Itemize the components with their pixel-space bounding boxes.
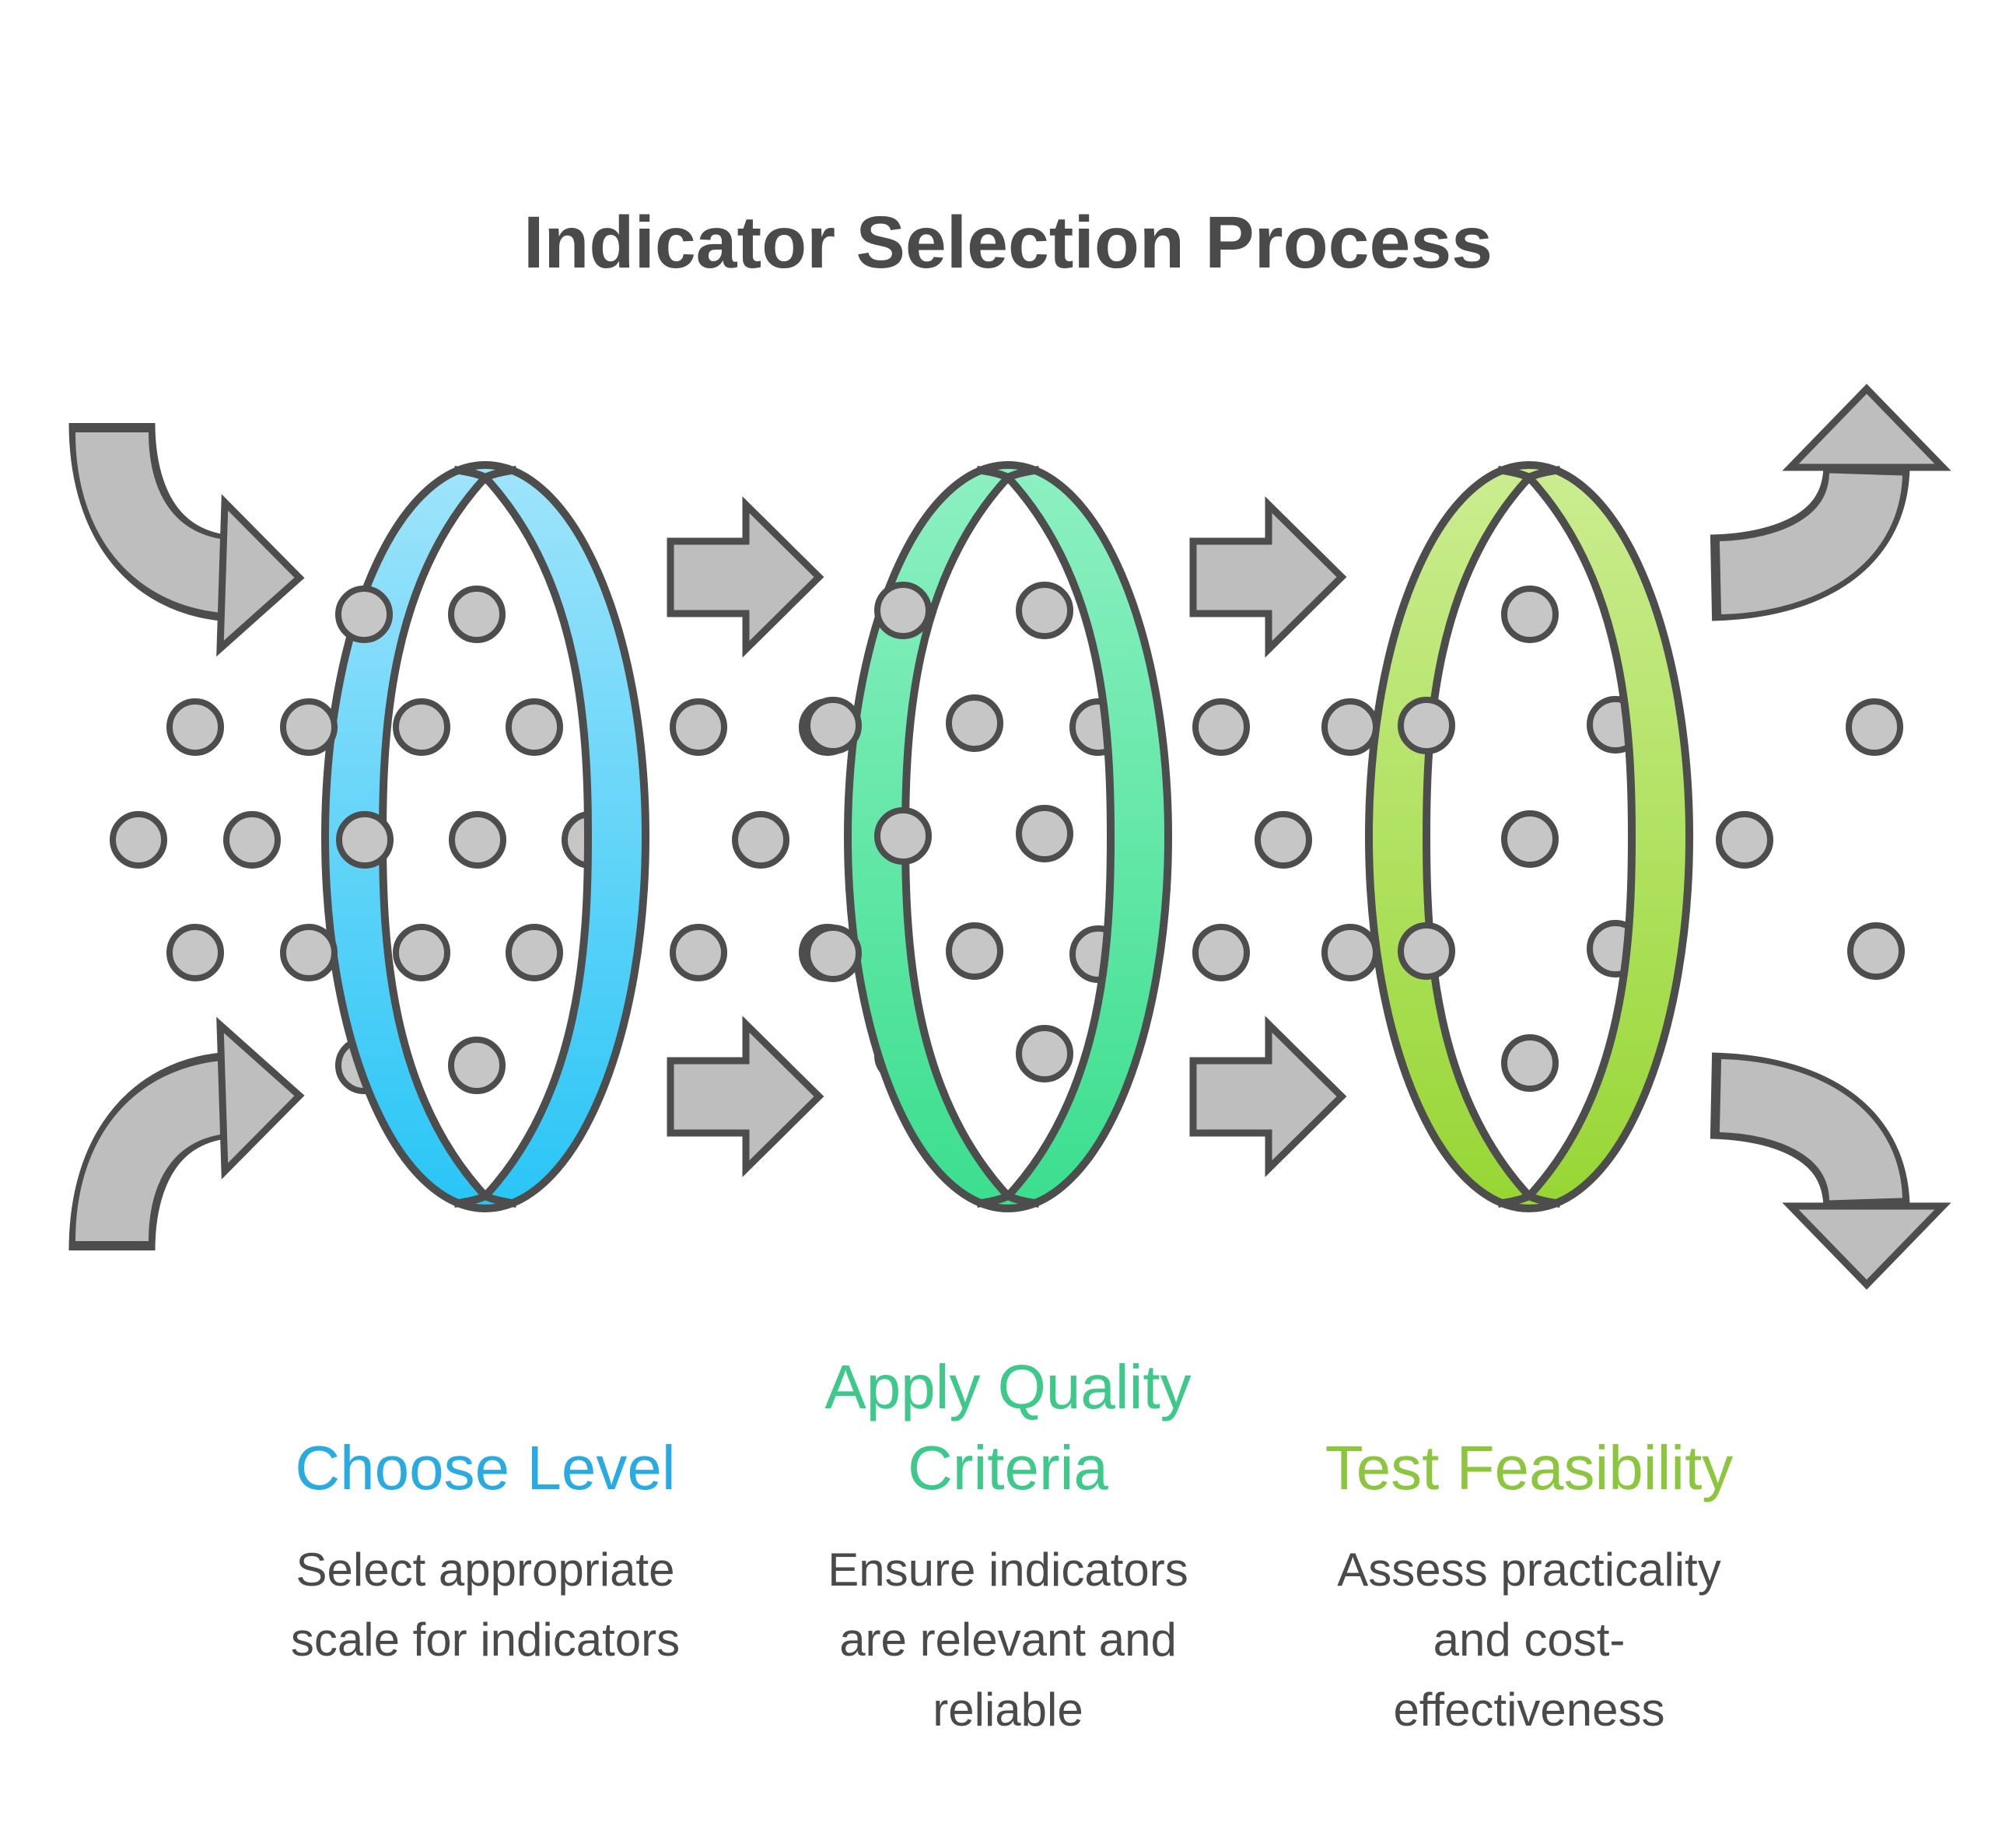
page-title: Indicator Selection Process xyxy=(523,201,1493,284)
inflow-arrow-bottom xyxy=(68,1016,305,1252)
filter-ring-choose-level xyxy=(321,461,649,1212)
indicator-dot xyxy=(448,586,506,643)
text-line: Ensure indicators xyxy=(828,1544,1188,1596)
text-line: scale for indicators xyxy=(290,1614,681,1666)
indicator-dots-front-layer xyxy=(110,582,1905,982)
stage-description: Assess practicality and cost-effectivenes… xyxy=(1288,1535,1770,1745)
arrowhead-icon xyxy=(216,494,305,657)
indicator-dot xyxy=(506,924,563,981)
indicator-dot xyxy=(280,698,338,756)
ring-inner-edge-right xyxy=(1497,466,1636,1208)
ring-outer-edge xyxy=(321,461,649,1212)
indicator-dot xyxy=(448,1037,506,1094)
indicator-dot xyxy=(1321,698,1379,756)
outflow-arrow-bottom xyxy=(1710,1052,1951,1290)
stage-description: Select appropriate scale for indicators xyxy=(244,1535,726,1675)
stage-test-feasibility: Test Feasibility Assess practicality and … xyxy=(1288,1306,1770,1745)
indicator-dot xyxy=(1016,805,1073,862)
indicator-dot xyxy=(1016,582,1073,639)
text-line: Test Feasibility xyxy=(1325,1433,1734,1502)
ring-inner-edge-left xyxy=(1422,466,1561,1208)
ring-inner-edge-right xyxy=(976,466,1115,1208)
arrowhead-icon xyxy=(1782,1202,1951,1290)
indicator-dot xyxy=(670,698,727,756)
stage-description: Ensure indicators are relevant and reliabl… xyxy=(767,1535,1249,1745)
indicator-dot xyxy=(1016,1025,1073,1082)
text-line: Apply Quality xyxy=(824,1352,1192,1422)
indicator-dot xyxy=(1846,698,1903,756)
indicator-dot xyxy=(393,698,450,756)
text-line: Select appropriate xyxy=(296,1544,675,1596)
indicator-dot xyxy=(804,925,862,982)
text-line: Criteria xyxy=(908,1433,1108,1502)
flow-arrow-gap2-top xyxy=(1189,496,1347,658)
indicator-dot xyxy=(1192,924,1250,981)
inflow-arrow-top xyxy=(68,421,305,657)
indicator-dot xyxy=(946,922,1003,980)
indicator-dot xyxy=(393,924,450,981)
flow-arrow-gap1-top xyxy=(667,496,824,658)
indicator-dot xyxy=(223,811,281,869)
ring-outer-edge xyxy=(1365,461,1693,1212)
indicator-dot xyxy=(1716,811,1773,869)
ring-outer-edge xyxy=(844,461,1172,1212)
indicator-dot xyxy=(1398,697,1455,754)
indicator-dot xyxy=(874,807,932,865)
indicator-dot xyxy=(1398,922,1455,980)
indicator-dot xyxy=(1255,811,1312,869)
indicator-dot xyxy=(336,811,394,869)
indicator-dot xyxy=(670,924,727,981)
indicator-dot xyxy=(335,586,393,643)
stage-choose-level: Choose Level Select appropriate scale for… xyxy=(244,1306,726,1675)
indicator-dot xyxy=(166,698,224,756)
indicator-dot xyxy=(946,694,1003,752)
ring-inner-edge-right xyxy=(453,466,593,1208)
indicator-dot xyxy=(1501,586,1559,643)
indicator-dot xyxy=(732,811,789,869)
indicator-dot xyxy=(280,924,338,981)
stage-heading: Choose Level xyxy=(244,1306,726,1509)
text-line: reliable xyxy=(933,1684,1083,1736)
text-line: are relevant and xyxy=(839,1614,1177,1666)
flow-arrow-gap1-bottom xyxy=(667,1016,824,1177)
indicator-dot xyxy=(874,582,932,639)
indicator-dot xyxy=(1501,1034,1559,1092)
stage-heading: Test Feasibility xyxy=(1288,1306,1770,1509)
indicator-dot xyxy=(1501,810,1559,868)
text-line: Assess practicality xyxy=(1337,1544,1721,1596)
filter-ring-test-feasibility xyxy=(1365,461,1693,1212)
text-line: and cost- xyxy=(1433,1614,1626,1666)
arrowhead-icon xyxy=(216,1016,305,1180)
indicator-dot xyxy=(804,697,862,754)
indicator-dot xyxy=(1847,922,1905,980)
outflow-arrow-top xyxy=(1710,383,1951,621)
flow-arrow-gap2-bottom xyxy=(1189,1016,1347,1177)
indicator-dot xyxy=(166,924,224,981)
indicator-dot xyxy=(506,698,563,756)
arrowhead-icon xyxy=(1782,383,1951,471)
indicator-dot xyxy=(449,811,506,869)
indicator-dot xyxy=(110,811,167,869)
indicator-dot xyxy=(1321,924,1379,981)
indicator-dot xyxy=(1192,698,1250,756)
text-line: Choose Level xyxy=(295,1433,676,1502)
text-line: effectiveness xyxy=(1393,1684,1665,1736)
